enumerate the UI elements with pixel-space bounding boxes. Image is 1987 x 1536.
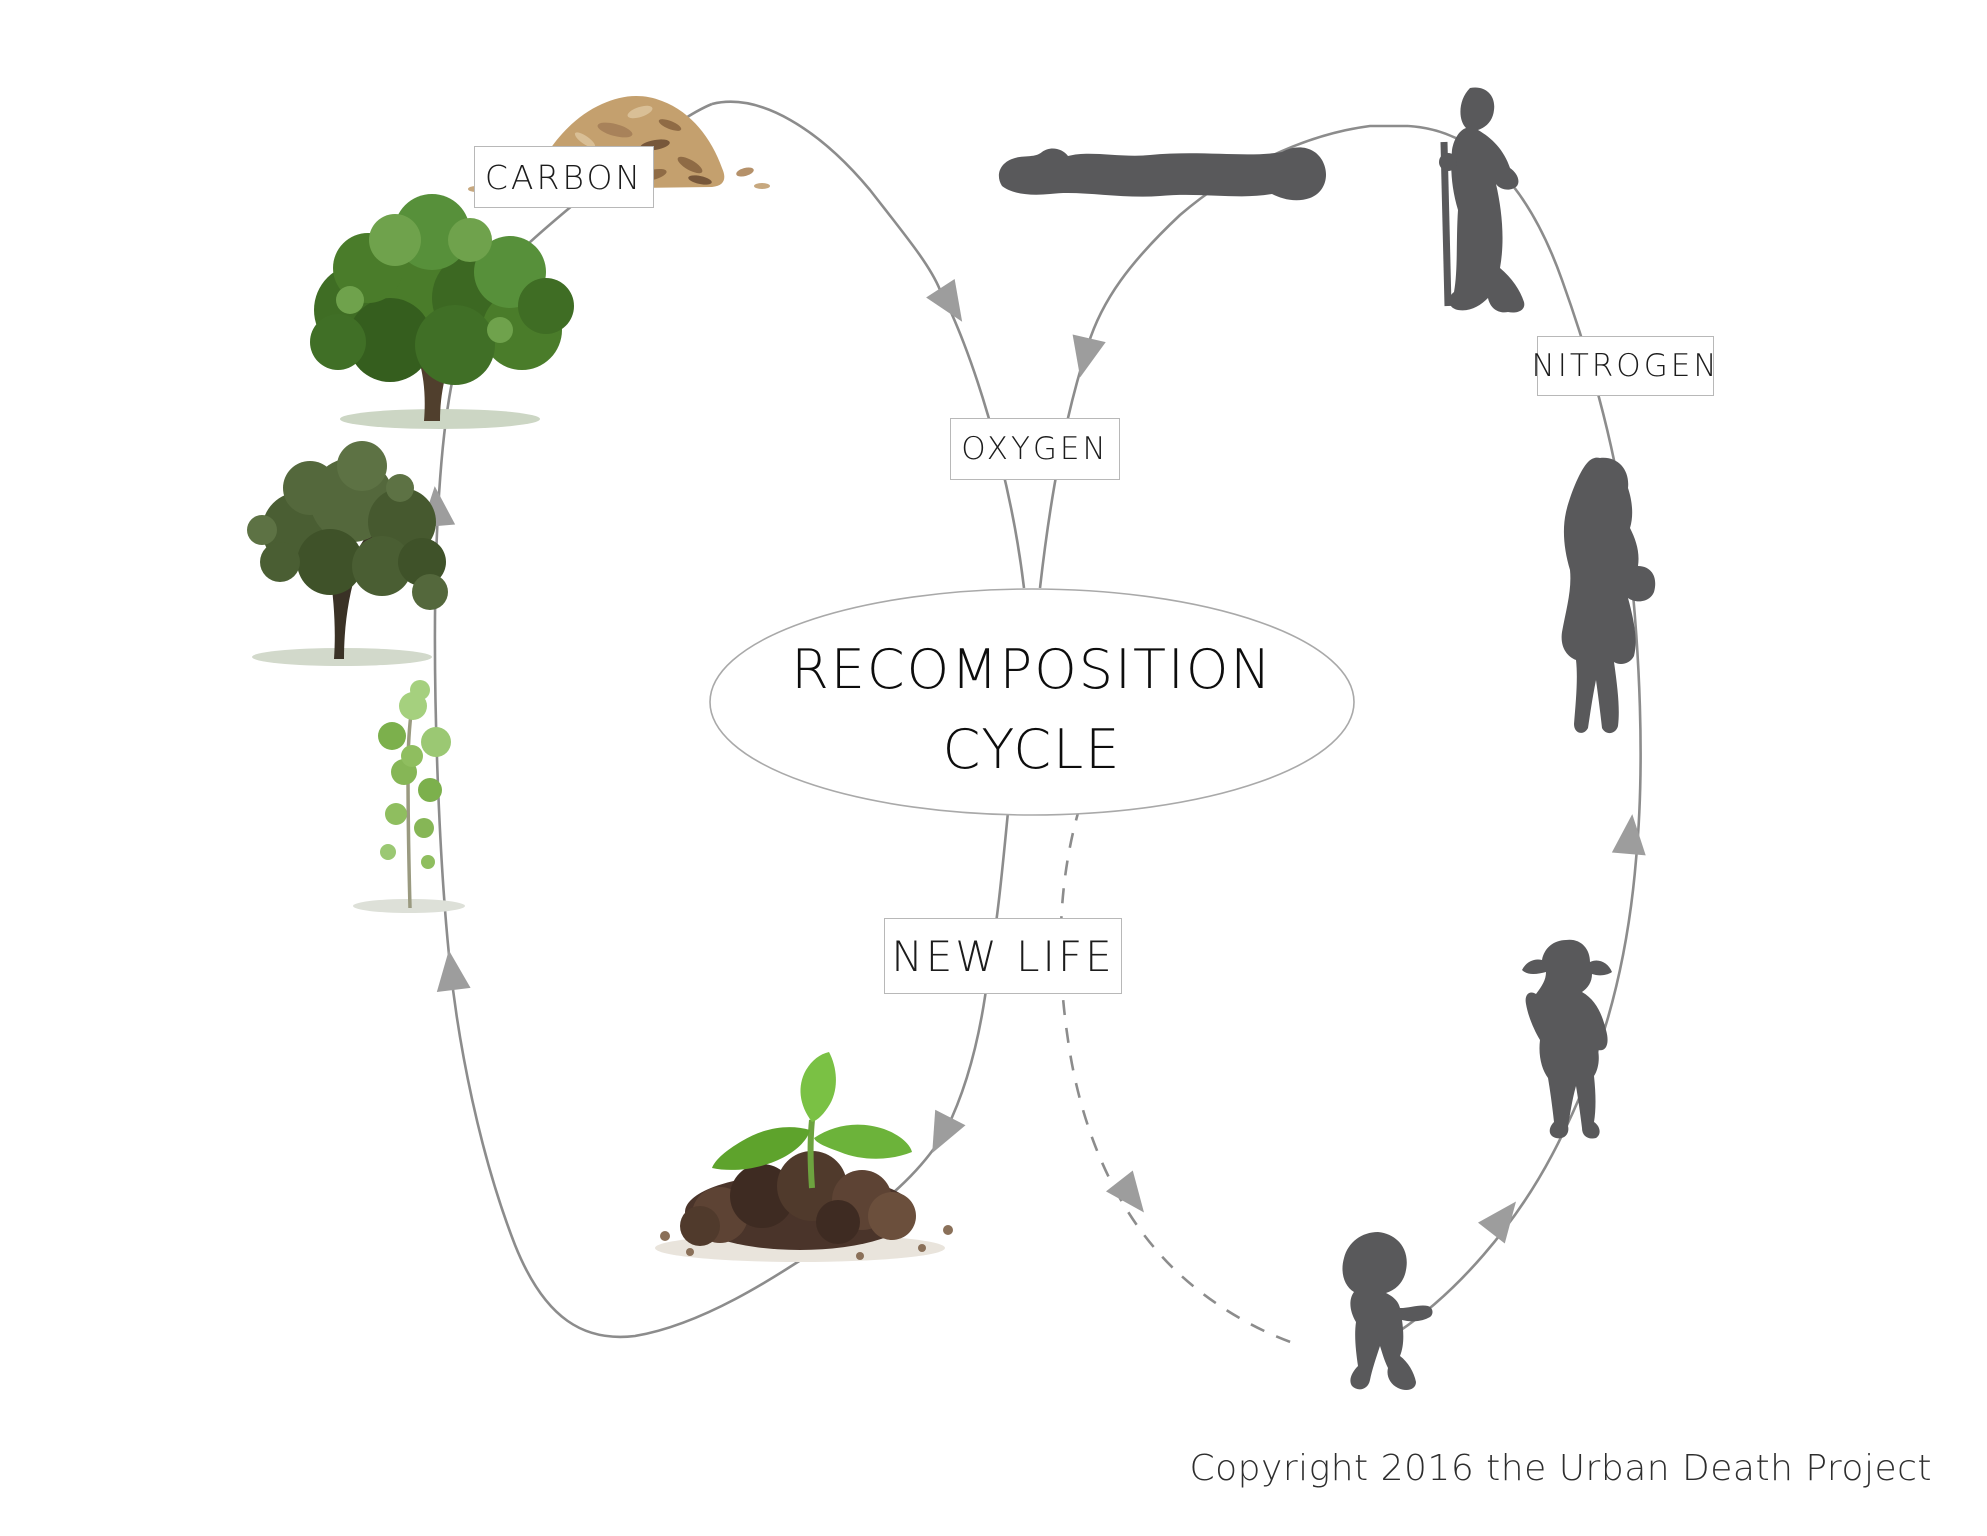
oxygen-label-text: OXYGEN: [961, 431, 1109, 467]
center-ellipse: [709, 588, 1355, 816]
right-loop-curve: [1397, 124, 1642, 1334]
new-life-label: NEW LIFE: [884, 918, 1122, 994]
arrowhead-chips-to-center: [926, 278, 963, 322]
seedling-sprout-illustration: [655, 1052, 953, 1262]
toddler-silhouette: [1342, 1232, 1433, 1390]
carbon-label: CARBON: [474, 146, 654, 208]
mature-tree-illustration: [310, 194, 574, 429]
arrowhead-girl-to-woman: [1611, 814, 1646, 856]
deceased-body-silhouette: [998, 147, 1326, 201]
arrowhead-dashed-to-toddler: [1105, 1170, 1145, 1213]
oxygen-label: OXYGEN: [950, 418, 1120, 480]
arrowhead-body-to-center: [1072, 334, 1106, 378]
young-tree-illustration: [247, 441, 448, 666]
flow-arrowheads: [421, 278, 1646, 1244]
arrowhead-center-to-seedling: [932, 1109, 966, 1154]
nitrogen-label: NITROGEN: [1532, 336, 1717, 396]
nitrogen-label-text: NITROGEN: [1531, 348, 1720, 384]
diagram-title-line2: CYCLE: [942, 718, 1122, 781]
arrowhead-toddler-to-girl: [1477, 1201, 1517, 1244]
copyright-text: Copyright 2016 the Urban Death Project: [1189, 1448, 1932, 1489]
diagram-title-line1: RECOMPOSITION: [791, 638, 1273, 701]
arrowhead-sapling-to-tree: [436, 950, 471, 992]
elderly-person-silhouette: [1439, 87, 1525, 313]
new-life-dashed-curve: [1059, 805, 1303, 1348]
young-girl-silhouette: [1522, 939, 1612, 1139]
sapling-illustration: [353, 680, 465, 913]
carbon-to-center-curve: [711, 100, 1026, 589]
new-life-label-text: NEW LIFE: [891, 931, 1115, 981]
carbon-label-text: CARBON: [484, 157, 644, 197]
adult-woman-silhouette: [1561, 457, 1656, 734]
